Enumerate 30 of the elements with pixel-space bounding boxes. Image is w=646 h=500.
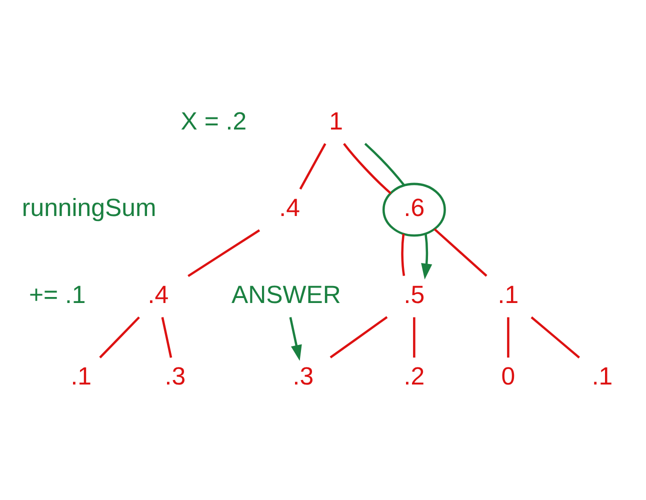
node-text: .1: [70, 362, 92, 390]
connector: [161, 316, 172, 358]
node-text: 0: [501, 362, 516, 390]
label: += .1: [28, 280, 86, 308]
node-text: .2: [404, 362, 425, 390]
arrow: [289, 316, 302, 360]
node-text: .4: [279, 194, 300, 222]
node-text: .3: [292, 362, 314, 390]
connector: [364, 142, 405, 186]
connector: [434, 228, 488, 276]
node-text: .5: [404, 280, 425, 308]
node-text: ANSWER: [232, 280, 341, 308]
node-text: .4: [148, 280, 169, 308]
label: runningSum: [22, 194, 156, 222]
connector: [507, 316, 510, 358]
connector: [188, 228, 260, 277]
arrow: [421, 232, 432, 279]
node-ellipse: .6: [382, 182, 446, 236]
connector: [530, 316, 580, 358]
connector: [401, 233, 406, 276]
connector: [99, 316, 140, 358]
node-text: .3: [164, 362, 186, 390]
connector: [299, 142, 326, 190]
connector: [343, 142, 392, 194]
node-text: .1: [498, 280, 519, 308]
label: X = .2: [180, 106, 247, 135]
connector: [330, 316, 388, 358]
connector: [413, 316, 416, 358]
node-text: .1: [592, 362, 613, 390]
node-text: 1: [329, 106, 343, 135]
